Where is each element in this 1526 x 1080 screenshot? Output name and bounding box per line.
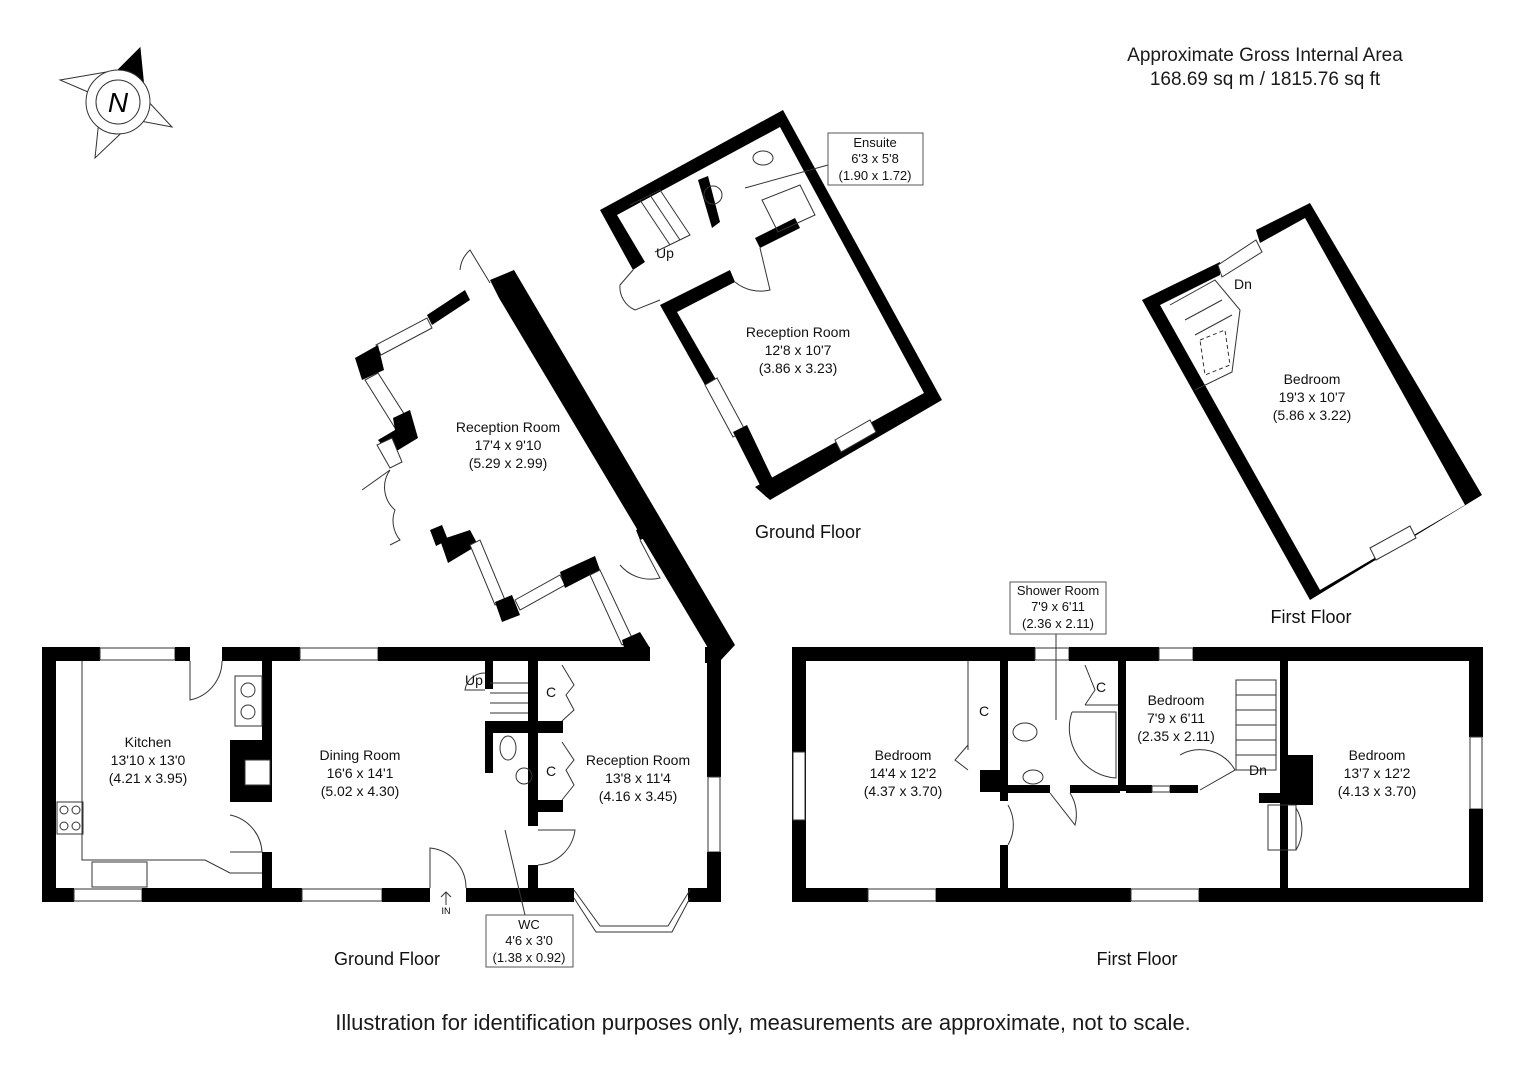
svg-text:(2.35 x 2.11): (2.35 x 2.11) bbox=[1137, 728, 1215, 744]
svg-text:(4.21 x 3.95): (4.21 x 3.95) bbox=[109, 770, 188, 786]
room-ensuite-callout: Ensuite 6'3 x 5'8 (1.90 x 1.72) bbox=[827, 132, 924, 186]
svg-text:Ensuite: Ensuite bbox=[853, 135, 896, 150]
svg-text:(3.86 x 3.23): (3.86 x 3.23) bbox=[759, 360, 838, 376]
svg-text:Shower Room: Shower Room bbox=[1017, 583, 1099, 598]
cupboard-marker: C bbox=[546, 684, 556, 700]
room-bedroom-1: Bedroom 14'4 x 12'2 (4.37 x 3.70) bbox=[864, 747, 943, 799]
svg-text:(5.29 x 2.99): (5.29 x 2.99) bbox=[469, 455, 548, 471]
ground-floor-annex-plan bbox=[600, 110, 942, 500]
room-reception-annex: Reception Room 12'8 x 10'7 (3.86 x 3.23) bbox=[746, 324, 850, 376]
svg-text:(1.38 x 0.92): (1.38 x 0.92) bbox=[493, 950, 566, 965]
svg-text:(5.02 x 4.30): (5.02 x 4.30) bbox=[321, 783, 400, 799]
floor-label-ground-annex: Ground Floor bbox=[755, 522, 861, 542]
svg-text:7'9 x 6'11: 7'9 x 6'11 bbox=[1147, 710, 1205, 726]
north-compass-icon: N bbox=[58, 46, 174, 160]
svg-text:4'6 x 3'0: 4'6 x 3'0 bbox=[505, 933, 553, 948]
area-title: Approximate Gross Internal Area bbox=[1127, 45, 1403, 66]
gross-internal-area: Approximate Gross Internal Area 168.69 s… bbox=[1080, 44, 1450, 92]
floor-label-ground: Ground Floor bbox=[334, 949, 440, 969]
svg-text:WC: WC bbox=[518, 917, 540, 932]
svg-text:Reception Room: Reception Room bbox=[456, 419, 560, 435]
first-floor-main-plan bbox=[792, 632, 1483, 902]
svg-text:Reception Room: Reception Room bbox=[586, 752, 690, 768]
svg-text:(1.90 x 1.72): (1.90 x 1.72) bbox=[839, 168, 912, 183]
svg-text:13'7 x 12'2: 13'7 x 12'2 bbox=[1344, 765, 1411, 781]
room-dining: Dining Room 16'6 x 14'1 (5.02 x 4.30) bbox=[320, 747, 401, 799]
svg-text:7'9 x 6'11: 7'9 x 6'11 bbox=[1031, 599, 1085, 614]
room-bedroom-annex: Bedroom 19'3 x 10'7 (5.86 x 3.22) bbox=[1273, 371, 1352, 423]
svg-text:13'10 x 13'0: 13'10 x 13'0 bbox=[111, 752, 186, 768]
svg-text:Bedroom: Bedroom bbox=[1349, 747, 1406, 763]
svg-text:Reception Room: Reception Room bbox=[746, 324, 850, 340]
svg-text:(4.13 x 3.70): (4.13 x 3.70) bbox=[1338, 783, 1417, 799]
ground-floor-angled-wing bbox=[355, 249, 735, 660]
room-reception-ground: Reception Room 13'8 x 11'4 (4.16 x 3.45) bbox=[586, 752, 690, 804]
stair-down-marker-annex: Dn bbox=[1234, 276, 1252, 292]
floor-label-first: First Floor bbox=[1097, 949, 1178, 969]
floor-label-first-annex: First Floor bbox=[1271, 607, 1352, 627]
svg-text:16'6 x 14'1: 16'6 x 14'1 bbox=[327, 765, 394, 781]
svg-text:(5.86 x 3.22): (5.86 x 3.22) bbox=[1273, 407, 1352, 423]
svg-text:13'8 x 11'4: 13'8 x 11'4 bbox=[605, 770, 671, 786]
cupboard-marker: C bbox=[546, 763, 556, 779]
stair-up-marker: Up bbox=[465, 672, 483, 688]
room-shower-callout: Shower Room 7'9 x 6'11 (2.36 x 2.11) bbox=[1009, 581, 1107, 635]
entrance-arrow-icon: IN bbox=[440, 891, 452, 916]
svg-text:IN: IN bbox=[442, 906, 451, 916]
svg-text:6'3 x 5'8: 6'3 x 5'8 bbox=[851, 151, 899, 166]
svg-text:Kitchen: Kitchen bbox=[125, 734, 172, 750]
svg-text:Bedroom: Bedroom bbox=[1284, 371, 1341, 387]
svg-text:Bedroom: Bedroom bbox=[875, 747, 932, 763]
cupboard-marker: C bbox=[979, 703, 989, 719]
svg-text:N: N bbox=[108, 87, 129, 118]
svg-text:17'4 x 9'10: 17'4 x 9'10 bbox=[475, 437, 542, 453]
room-bedroom-3: Bedroom 13'7 x 12'2 (4.13 x 3.70) bbox=[1338, 747, 1417, 799]
stair-up-marker-annex: Up bbox=[656, 245, 674, 261]
stair-down-marker: Dn bbox=[1249, 762, 1267, 778]
room-reception-angled: Reception Room 17'4 x 9'10 (5.29 x 2.99) bbox=[456, 419, 560, 471]
first-floor-annex-plan bbox=[1142, 203, 1482, 600]
svg-text:Bedroom: Bedroom bbox=[1148, 692, 1205, 708]
svg-text:14'4 x 12'2: 14'4 x 12'2 bbox=[870, 765, 937, 781]
room-kitchen: Kitchen 13'10 x 13'0 (4.21 x 3.95) bbox=[109, 734, 188, 786]
svg-text:Dining Room: Dining Room bbox=[320, 747, 401, 763]
disclaimer-text: Illustration for identification purposes… bbox=[335, 1010, 1191, 1035]
svg-text:(2.36 x 2.11): (2.36 x 2.11) bbox=[1022, 616, 1094, 631]
room-bedroom-2: Bedroom 7'9 x 6'11 (2.35 x 2.11) bbox=[1137, 692, 1215, 744]
room-wc-callout: WC 4'6 x 3'0 (1.38 x 0.92) bbox=[485, 829, 574, 968]
svg-text:12'8 x 10'7: 12'8 x 10'7 bbox=[765, 342, 832, 358]
svg-text:(4.16 x 3.45): (4.16 x 3.45) bbox=[599, 788, 678, 804]
svg-text:19'3 x 10'7: 19'3 x 10'7 bbox=[1279, 389, 1346, 405]
svg-text:(4.37 x 3.70): (4.37 x 3.70) bbox=[864, 783, 943, 799]
area-value: 168.69 sq m / 1815.76 sq ft bbox=[1149, 69, 1381, 90]
cupboard-marker: C bbox=[1096, 679, 1106, 695]
